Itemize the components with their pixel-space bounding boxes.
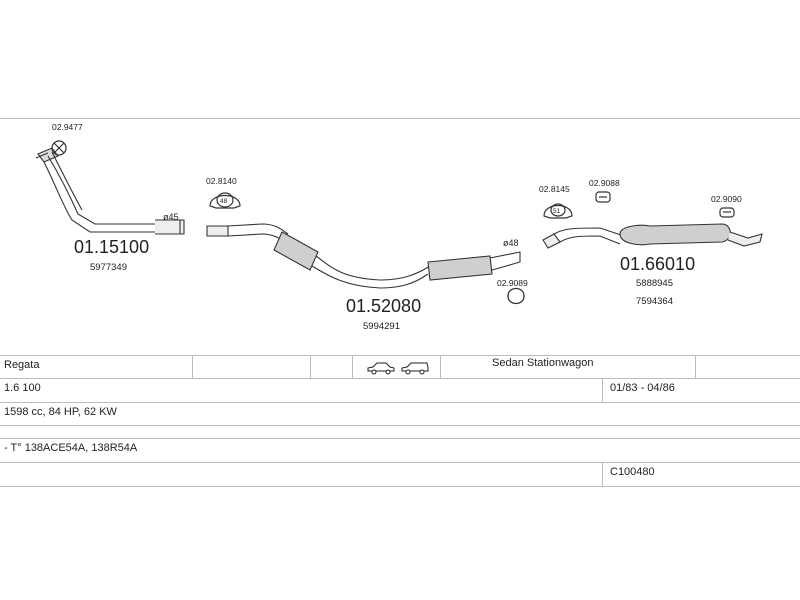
- table-vline-4: [440, 355, 441, 378]
- body-types: Sedan Stationwagon: [492, 357, 594, 369]
- middle-pipe-and-muffler: [206, 223, 521, 289]
- engine-spec: 1598 cc, 84 HP, 62 KW: [4, 406, 117, 418]
- front-clamp-icon: [51, 140, 67, 156]
- middle-ring-label: 02.9089: [497, 278, 528, 288]
- rear-clamp-diameter: 51: [553, 208, 561, 215]
- rear-clamp-label: 02.8145: [539, 184, 570, 194]
- front-clamp-label: 02.9477: [52, 122, 83, 132]
- table-vline-2: [310, 355, 311, 378]
- middle-clamp-left-label: 02.8140: [206, 176, 237, 186]
- engine-name: 1.6 100: [4, 382, 41, 394]
- top-divider: [0, 118, 800, 119]
- production-years: 01/83 - 04/86: [610, 382, 675, 394]
- catalog-code: C100480: [610, 466, 655, 478]
- rear-muffler-oe-number-1: 5888945: [636, 278, 673, 289]
- engine-codes: - T° 138ACE54A, 138R54A: [4, 442, 138, 454]
- middle-muffler-part-number: 01.52080: [346, 296, 421, 316]
- table-line-7: [0, 486, 800, 487]
- rear-hanger-2-label: 02.9090: [711, 194, 742, 204]
- front-pipe-oe-number: 5977349: [90, 262, 127, 273]
- middle-outlet-diameter: ø48: [503, 238, 519, 248]
- rear-muffler-oe-number-2: 7594364: [636, 296, 673, 307]
- table-line-5: [0, 438, 800, 439]
- table-vline-5: [695, 355, 696, 378]
- table-line-3: [0, 402, 800, 403]
- rear-clamp-icon: [543, 203, 573, 219]
- sedan-car-icon: [367, 362, 395, 375]
- table-line-4: [0, 425, 800, 426]
- front-pipe: [35, 147, 185, 235]
- exhaust-diagram: ø45 02.9477 ø48 48 02.8140: [35, 122, 763, 332]
- rear-hanger-1-label: 02.9088: [589, 178, 620, 188]
- rear-pipe-and-muffler: [542, 223, 763, 249]
- front-pipe-part-number: 01.15100: [74, 237, 149, 257]
- middle-muffler-oe-number: 5994291: [363, 321, 400, 332]
- table-line-6: [0, 462, 800, 463]
- front-pipe-diameter: ø45: [163, 212, 179, 222]
- middle-clamp-left-diameter: 48: [220, 198, 228, 205]
- station-wagon-car-icon: [401, 362, 429, 375]
- table-line-2: [0, 378, 800, 379]
- table-vline-1: [192, 355, 193, 378]
- table-vline-3: [352, 355, 353, 378]
- rear-hanger-2-icon: [719, 207, 735, 218]
- model-name: Regata: [4, 359, 40, 371]
- rear-hanger-1-icon: [595, 191, 611, 203]
- middle-clamp-left-icon: [209, 192, 241, 209]
- middle-ring-icon: [507, 287, 525, 305]
- table-vline-7: [602, 462, 603, 486]
- rear-muffler-part-number: 01.66010: [620, 254, 695, 274]
- table-line-1: [0, 355, 800, 356]
- table-vline-6: [602, 378, 603, 402]
